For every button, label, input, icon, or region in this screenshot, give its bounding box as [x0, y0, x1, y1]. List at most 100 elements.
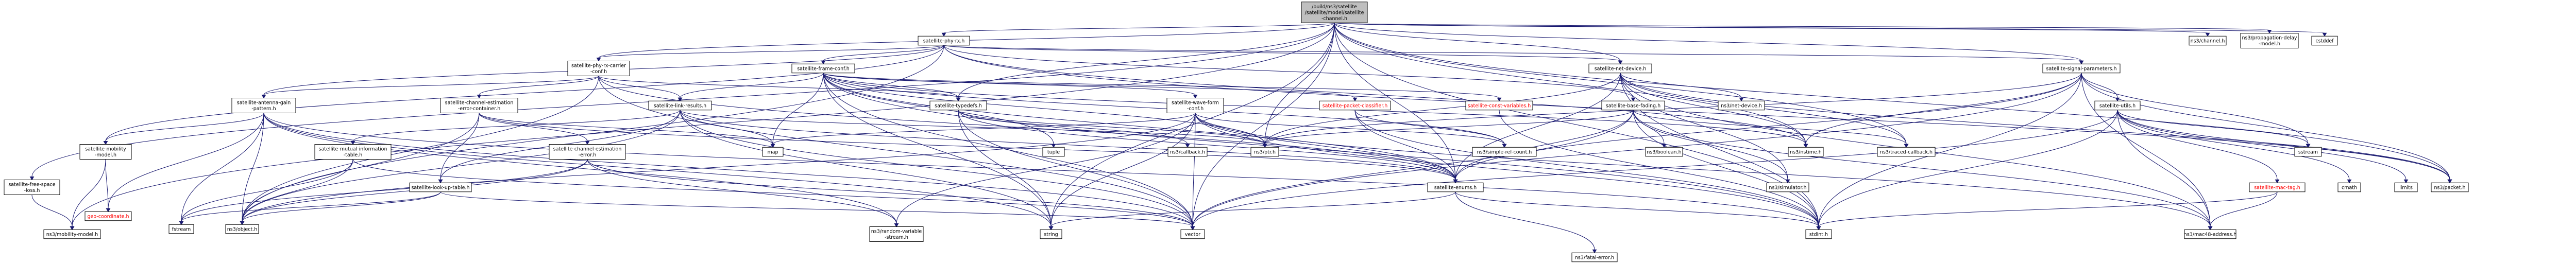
- graph-node-antenna-gain[interactable]: satellite-antenna-gain-pattern.h: [231, 98, 296, 113]
- node-box: [869, 226, 924, 242]
- edge-link_results-to-enums: [680, 110, 1458, 184]
- node-label-line: satellite-antenna-gain: [237, 100, 291, 106]
- edge-frame_conf-to-vector: [823, 73, 1195, 231]
- node-label-line: ns3/packet.h: [2434, 185, 2465, 190]
- node-box: [1250, 147, 1279, 157]
- node-box: [2431, 182, 2469, 192]
- graph-node-limits[interactable]: limits: [2394, 182, 2418, 192]
- node-label-line: satellite-net-device.h: [1595, 66, 1647, 72]
- graph-node-nstime[interactable]: ns3/nstime.h: [1788, 147, 1824, 157]
- graph-node-net-device[interactable]: satellite-net-device.h: [1588, 63, 1652, 74]
- edge-utils-to-mac48: [2117, 110, 2213, 231]
- edge-antenna_gain-to-mobility_model: [103, 113, 264, 145]
- graph-node-mobility-model[interactable]: satellite-mobility-model.h: [79, 144, 132, 160]
- graph-node-string[interactable]: string: [1040, 229, 1062, 239]
- edge-frame_conf-to-const_vars: [823, 73, 1502, 102]
- edge-signal_params-to-stdint: [1816, 73, 2082, 231]
- graph-node-phy-rx[interactable]: satellite-phy-rx.h: [918, 36, 970, 46]
- node-box: [79, 144, 132, 160]
- node-box: [1167, 147, 1208, 157]
- edge-base_fading-to-traced_cb: [1633, 110, 1909, 148]
- graph-node-chan-est-container[interactable]: satellite-channel-estimation-error-conta…: [440, 98, 518, 113]
- graph-node-callback[interactable]: ns3/callback.h: [1167, 147, 1208, 157]
- graph-node-free-space[interactable]: satellite-free-space-loss.h: [4, 180, 60, 195]
- graph-node-typedefs[interactable]: satellite-typedefs.h: [929, 100, 987, 111]
- node-label-line: satellite-channel-estimation: [445, 100, 514, 106]
- graph-node-random-var[interactable]: ns3/random-variable-stream.h: [869, 226, 924, 242]
- edge-root-to-stdint: [1334, 23, 1821, 231]
- node-label-line: satellite-phy-rx-carrier: [571, 63, 626, 69]
- node-label-line: satellite-utils.h: [2099, 103, 2136, 109]
- node-label-line: tuple: [1047, 149, 1060, 155]
- graph-node-object[interactable]: ns3/object.h: [225, 224, 259, 234]
- graph-node-traced-cb[interactable]: ns3/traced-callback.h: [1877, 147, 1936, 157]
- graph-node-mutual-info[interactable]: satellite-mutual-information-table.h: [314, 144, 392, 160]
- edge-utils-to-sstream: [2117, 110, 2311, 148]
- graph-node-utils[interactable]: satellite-utils.h: [2094, 100, 2141, 111]
- node-label-line: -channel.h: [1321, 16, 1347, 22]
- graph-node-base-fading[interactable]: satellite-base-fading.h: [1601, 100, 1665, 111]
- edge-root-to-nstime: [1334, 23, 1808, 148]
- graph-node-prop-delay[interactable]: ns3/propagation-delay-model.h: [2240, 33, 2299, 48]
- node-box: [1588, 63, 1652, 74]
- graph-node-vector[interactable]: vector: [1180, 229, 1205, 239]
- graph-node-frame-conf[interactable]: satellite-frame-conf.h: [791, 63, 855, 74]
- node-box: [314, 144, 392, 160]
- graph-node-wave-form[interactable]: satellite-wave-form-conf.h: [1166, 98, 1224, 113]
- node-box: [648, 100, 712, 111]
- node-label-line: cstddef: [2315, 38, 2334, 44]
- graph-node-boolean[interactable]: ns3/boolean.h: [1645, 147, 1683, 157]
- graph-node-phy-rx-carrier[interactable]: satellite-phy-rx-carrier-conf.h: [567, 61, 630, 76]
- node-box: [2337, 182, 2361, 192]
- node-label-line: /satellite/model/satellite: [1305, 10, 1364, 15]
- graph-node-mobility-ns[interactable]: ns3/mobility-model.h: [43, 229, 101, 239]
- node-label-line: -conf.h: [590, 69, 607, 75]
- node-box: [1805, 229, 1832, 239]
- edge-chan_est_container-to-chan_est_error: [479, 113, 590, 145]
- edge-net_device-to-net_device_ns: [1620, 73, 1744, 102]
- graph-node-mac-tag[interactable]: satellite-mac-tag.h: [2249, 182, 2306, 192]
- graph-node-fatal-error[interactable]: ns3/fatal-error.h: [1571, 252, 1618, 262]
- edge-base_fading-to-enums: [1453, 110, 1634, 184]
- edge-root-to-typedefs: [956, 23, 1335, 102]
- edge-chan_est_container-to-object: [240, 113, 480, 225]
- graph-node-cstddef[interactable]: cstddef: [2311, 36, 2338, 46]
- graph-node-net-device-ns[interactable]: ns3/net-device.h: [1718, 100, 1765, 111]
- edge-base_fading-to-ptr: [1262, 110, 1634, 148]
- node-label-line: -error-container.h: [458, 106, 500, 112]
- graph-node-mac48[interactable]: ns3/mac48-address.h: [2184, 229, 2236, 239]
- node-box: [1427, 182, 1484, 192]
- node-label-line: ns3/simulator.h: [1769, 185, 1806, 190]
- node-label-line: satellite-base-fading.h: [1606, 103, 1660, 109]
- graph-node-enums[interactable]: satellite-enums.h: [1427, 182, 1484, 192]
- node-label-line: ns3/callback.h: [1170, 149, 1205, 155]
- graph-node-simulator[interactable]: ns3/simulator.h: [1766, 182, 1809, 192]
- node-label-line: ns3/channel.h: [2191, 38, 2225, 44]
- node-label-line: ns3/object.h: [227, 226, 258, 232]
- edge-signal_params-to-utils: [2081, 73, 2120, 102]
- node-box: [1301, 2, 1368, 23]
- edge-frame_conf-to-typedefs: [823, 73, 961, 102]
- graph-node-link-results[interactable]: satellite-link-results.h: [648, 100, 712, 111]
- graph-node-signal-params[interactable]: satellite-signal-parameters.h: [2042, 63, 2121, 74]
- graph-node-const-vars[interactable]: satellite-const-variables.h: [1465, 100, 1533, 111]
- graph-node-look-up[interactable]: satellite-look-up-table.h: [409, 182, 472, 192]
- graph-node-fstream[interactable]: fstream: [168, 224, 194, 234]
- graph-node-simple-ref[interactable]: ns3/simple-ref-count.h: [1472, 147, 1537, 157]
- node-box: [2094, 100, 2141, 111]
- graph-node-packet[interactable]: ns3/packet.h: [2431, 182, 2469, 192]
- node-label-line: fstream: [172, 226, 191, 232]
- graph-node-stdint[interactable]: stdint.h: [1805, 229, 1832, 239]
- edge-utils-to-limits: [2117, 110, 2409, 184]
- node-box: [409, 182, 472, 192]
- graph-node-map[interactable]: map: [762, 147, 784, 157]
- graph-node-geo-coord[interactable]: geo-coordinate.h: [84, 211, 132, 221]
- graph-node-ptr[interactable]: ns3/ptr.h: [1250, 147, 1279, 157]
- graph-node-chan-est-error[interactable]: satellite-channel-estimation-error.h: [549, 144, 626, 160]
- edge-look_up-to-vector: [440, 191, 1195, 231]
- graph-node-cmath[interactable]: cmath: [2337, 182, 2361, 192]
- graph-node-channel-ns[interactable]: ns3/channel.h: [2189, 36, 2227, 46]
- graph-node-tuple[interactable]: tuple: [1042, 147, 1065, 157]
- graph-node-packet-classifier[interactable]: satellite-packet-classifier.h: [1319, 100, 1391, 111]
- graph-node-sstream[interactable]: sstream: [2294, 147, 2322, 157]
